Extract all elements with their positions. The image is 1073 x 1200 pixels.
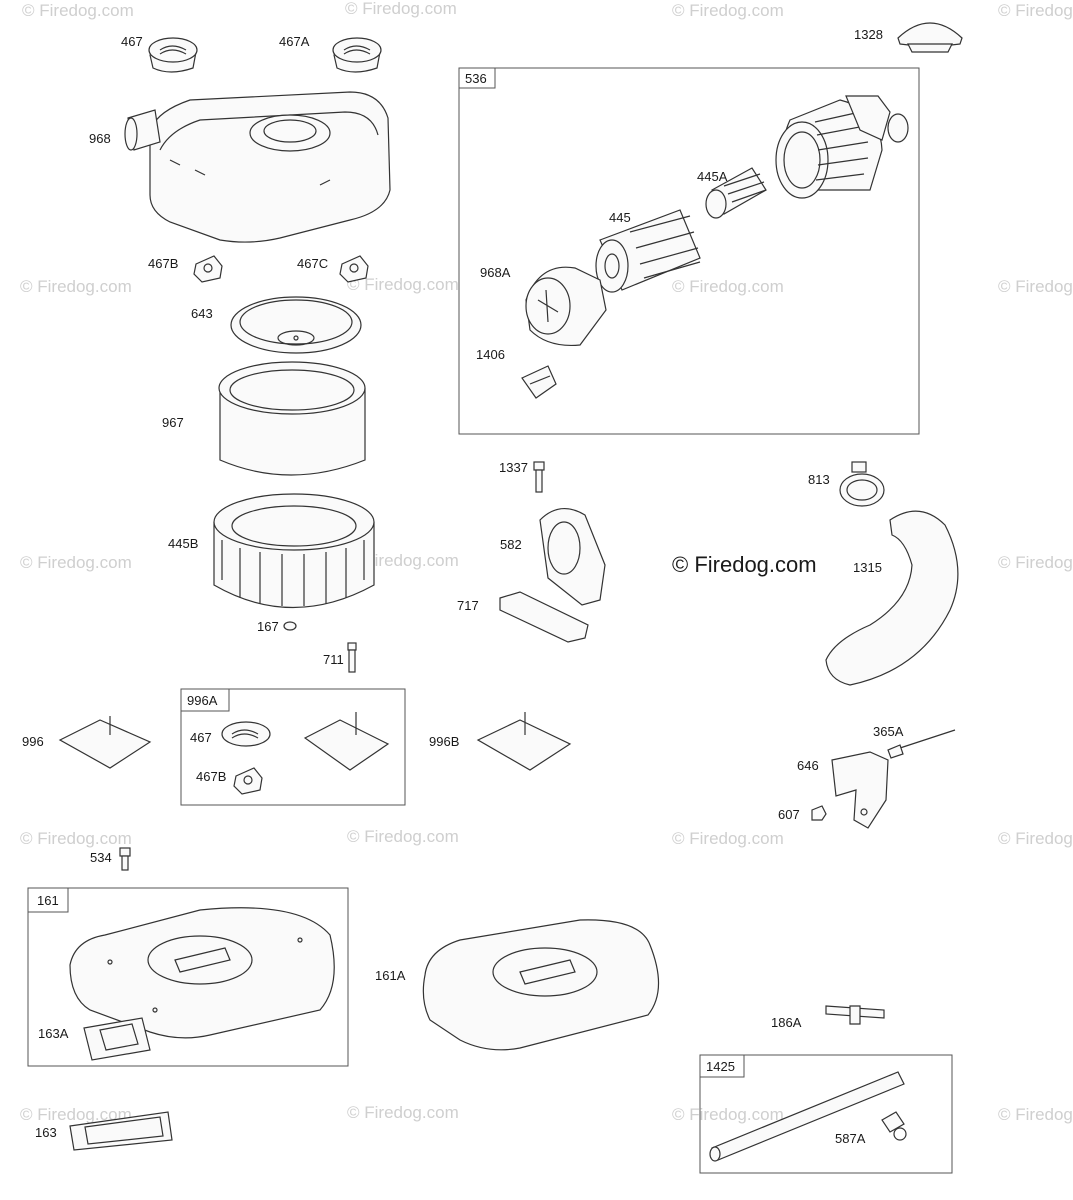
group-label: 536 [465,71,487,86]
part-711-bolt [347,642,357,673]
group-label: 161 [37,893,59,908]
watermark: © Firedog.com [347,551,459,570]
part-643-base-plate [230,296,362,354]
part-label: 1315 [853,560,882,575]
part-label: 445A [697,169,728,184]
watermark: © Firedog.com [672,829,784,848]
group-label: 996A [187,693,218,708]
part-label: 607 [778,807,800,822]
watermark: © Firedog.com [998,277,1073,296]
group-996A-box: 996A [180,688,406,806]
part-label: 968 [89,131,111,146]
part-label: 996B [429,734,459,749]
part-1425-tube [709,1071,905,1162]
part-label: 445 [609,210,631,225]
part-163-gasket [69,1111,173,1151]
part-label: 365A [873,724,904,739]
part-label: 161A [375,968,406,983]
part-467-cap [148,37,198,73]
watermark: © Firedog.com [347,827,459,846]
part-label: 717 [457,598,479,613]
part-label: 534 [90,850,112,865]
watermark: © Firedog.com [672,1,784,20]
part-968-air-cleaner-cover [124,91,391,243]
part-1406-valve [521,365,557,399]
watermark: © Firedog.com [672,1105,784,1124]
watermark-main: © Firedog.com [672,552,817,577]
watermark: © Firedog.com [20,277,132,296]
part-813-clamp [839,461,885,507]
part-label: 711 [323,652,344,667]
part-label: 968A [480,265,511,280]
part-467A-cap [332,37,382,73]
part-label: 467B [148,256,178,271]
part-label: 186A [771,1015,802,1030]
watermark: © Firedog.com [347,1103,459,1122]
part-label: 582 [500,537,522,552]
part-467B-inner-nut [233,767,263,795]
part-445A-inner-filter [705,167,767,219]
part-1337-bolt [533,461,545,493]
part-label: 467A [279,34,310,49]
part-label: 467C [297,256,328,271]
part-label: 1328 [854,27,883,42]
watermark: © Firedog.com [998,1105,1073,1124]
part-161A-gasket [422,919,660,1051]
part-968A-end-cap [525,266,607,347]
watermark: © Firedog.com [347,275,459,294]
part-163A-gasket [83,1017,151,1061]
group-label: 1425 [706,1059,735,1074]
group-161-box: 161 [27,887,349,1067]
part-365A-stud [887,729,956,759]
group-536-box: 536 [458,67,920,435]
part-1328-cap [897,22,963,53]
part-label: 587A [835,1131,866,1146]
part-467-inner-cap [221,721,271,747]
part-534-bolt [119,847,131,871]
part-label: 445B [168,536,198,551]
part-label: 646 [797,758,819,773]
part-label: 163 [35,1125,57,1140]
group-1425-box: 1425 [699,1054,953,1174]
part-582-bracket [539,508,606,606]
watermark: © Firedog.com [345,0,457,18]
part-587A-clip [881,1111,907,1141]
part-label: 467 [190,730,212,745]
part-996-cover [58,716,152,769]
part-label: 996 [22,734,44,749]
part-467C-nut [339,255,369,283]
part-label: 813 [808,472,830,487]
part-label: 467 [121,34,143,49]
part-717-plate [499,591,589,643]
part-646-bracket [831,751,889,829]
watermark: © Firedog.com [998,829,1073,848]
part-536-canister [775,95,909,199]
part-186A-fitting [825,1005,885,1025]
part-445B-air-filter [213,493,375,609]
part-967-pre-cleaner [218,361,366,476]
part-467B-nut [193,255,223,283]
watermark: © Firedog.com [20,553,132,572]
part-label: 167 [257,619,279,634]
part-label: 643 [191,306,213,321]
watermark: © Firedog.com [998,1,1073,20]
part-996B-cover [476,712,572,771]
part-label: 1337 [499,460,528,475]
part-167-washer [283,621,297,631]
watermark: © Firedog.com [20,1105,132,1124]
part-161-gasket [69,907,335,1039]
watermark: © Firedog.com [672,277,784,296]
watermark: © Firedog.com [998,553,1073,572]
watermark: © Firedog.com [20,829,132,848]
part-607-nut [811,805,827,821]
watermark: © Firedog.com [22,1,134,20]
part-label: 467B [196,769,226,784]
part-445-main-filter [595,209,701,293]
part-1315-hose [825,510,959,686]
part-label: 1406 [476,347,505,362]
part-label: 967 [162,415,184,430]
part-996A-cover [303,712,390,771]
part-label: 163A [38,1026,69,1041]
